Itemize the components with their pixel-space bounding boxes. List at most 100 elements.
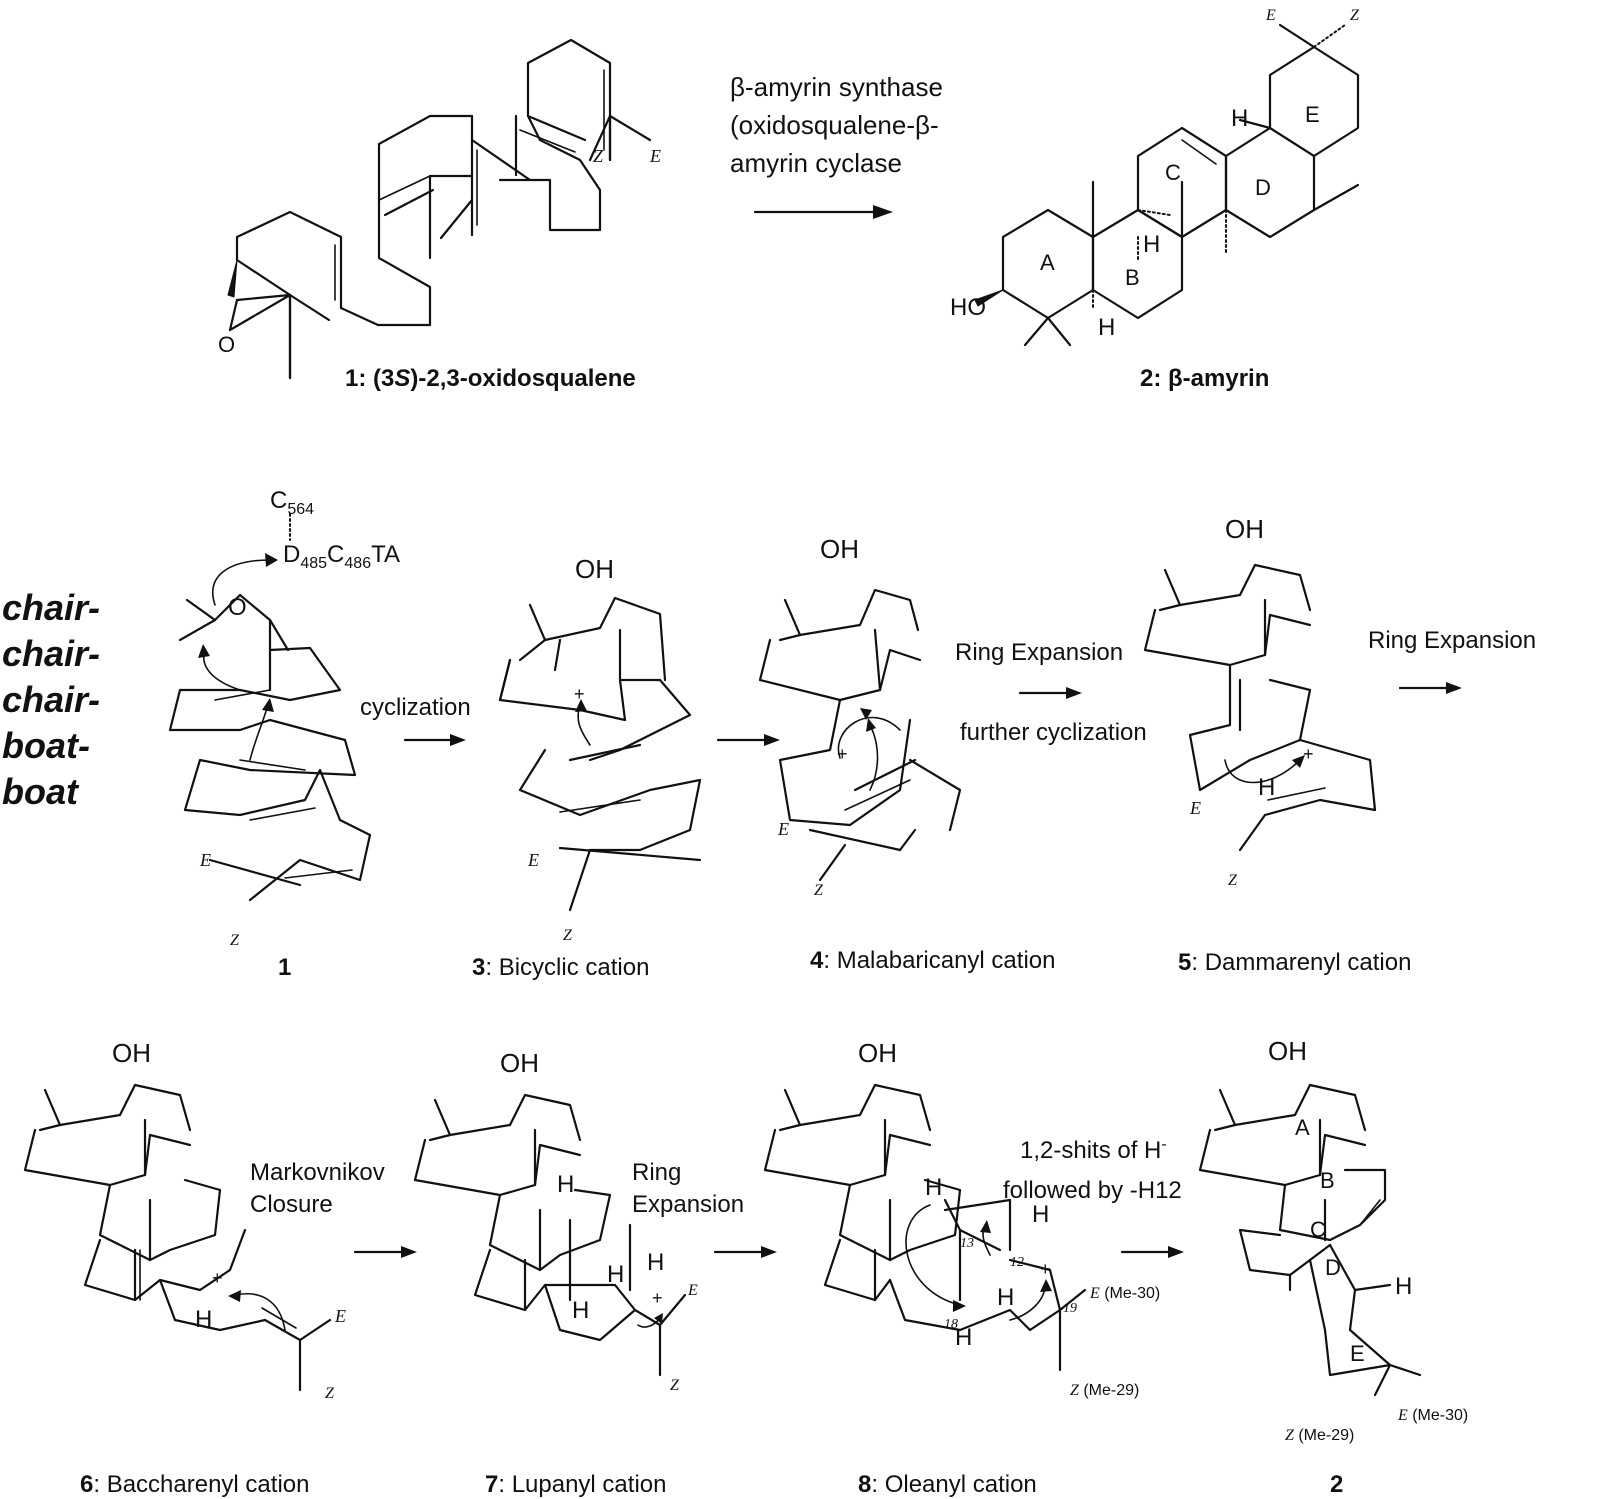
ring-letter: C	[1165, 160, 1181, 185]
oxidosqualene-structure: O Z E	[218, 38, 661, 380]
step-cyclization: cyclization	[360, 694, 471, 721]
intermediate-4-label: 4: Malabaricanyl cation	[810, 947, 1055, 974]
hydroxyl-label: OH	[820, 534, 859, 564]
enzyme-line-3: amyrin cyclase	[730, 148, 902, 178]
e-label: E	[334, 1306, 346, 1326]
step-ring-expansion-1: Ring Expansion	[955, 639, 1123, 666]
structure-5-dammarenyl-cation: OH H + E Z	[1143, 514, 1377, 889]
hydrogen-label: H	[1143, 231, 1160, 258]
ring-letter: D	[1255, 175, 1271, 200]
step-hydride-shift-1: 1,2-shits of H-	[1020, 1136, 1167, 1164]
step-ring-expansion-3a: Ring	[632, 1159, 681, 1186]
ring-letter: C	[1310, 1217, 1326, 1242]
e-label: E	[527, 850, 539, 870]
intermediate-5-label: 5: Dammarenyl cation	[1178, 949, 1411, 976]
reaction-arrow	[753, 205, 893, 219]
z-label: Z	[230, 932, 240, 949]
compound-2-label: 2: β-amyrin	[1140, 365, 1269, 392]
conformation-label-line: chair-	[2, 587, 101, 628]
step-ring-expansion-3b: Expansion	[632, 1191, 744, 1218]
z-me29-label: Z (Me-29)	[1285, 1427, 1354, 1444]
e-label: E	[687, 1282, 698, 1299]
step-ring-expansion-2: Ring Expansion	[1368, 627, 1536, 654]
cation-plus: +	[212, 1268, 223, 1288]
intermediate-1-label: 1	[278, 954, 291, 981]
e-me30-label: E (Me-30)	[1089, 1285, 1160, 1302]
residue-d485-c486-ta: D485C486TA	[283, 541, 400, 572]
hydrogen-label: H	[955, 1324, 972, 1351]
ring-letter: E	[1350, 1341, 1365, 1366]
carbon-19-label: 19	[1063, 1301, 1077, 1316]
carbon-12-label: 12	[1010, 1255, 1024, 1270]
structure-1-folded: O E Z	[168, 553, 372, 949]
intermediate-6-label: 6: Baccharenyl cation	[80, 1471, 309, 1498]
carbon-13-label: 13	[960, 1236, 974, 1251]
hydroxyl-label: OH	[112, 1038, 151, 1068]
z-label: Z	[1228, 872, 1238, 889]
z-me29-label: Z (Me-29)	[1070, 1382, 1139, 1399]
structure-8-oleanyl-cation: OH H H H H + 13 12 18 19 E (Me-30) Z (Me…	[763, 1038, 1160, 1399]
structure-3-bicyclic-cation: OH + E Z	[498, 554, 702, 944]
enzyme-line-1: β-amyrin synthase	[730, 72, 943, 102]
step-hydride-shift-2: followed by -H12	[1003, 1177, 1182, 1204]
epoxide-oxygen-label: O	[218, 332, 235, 357]
hydrogen-label: H	[557, 1171, 574, 1198]
conformation-label-line: chair-	[2, 633, 101, 674]
ring-letter: A	[1040, 250, 1055, 275]
hydrogen-label: H	[925, 1174, 942, 1201]
ring-letter: E	[1305, 102, 1320, 127]
hydroxyl-label: OH	[1268, 1036, 1307, 1066]
hydroxyl-label: OH	[858, 1038, 897, 1068]
e-label: E	[649, 146, 661, 166]
step-markovnikov-1: Markovnikov	[250, 1159, 385, 1186]
z-label: Z	[1350, 7, 1360, 24]
cation-plus: +	[574, 684, 585, 704]
e-label: E	[1189, 798, 1201, 818]
z-label: Z	[670, 1377, 680, 1394]
z-label: Z	[593, 146, 604, 166]
hydroxyl-label: OH	[575, 554, 614, 584]
intermediate-7-label: 7: Lupanyl cation	[485, 1471, 666, 1498]
structure-6-baccharenyl-cation: OH H + E Z	[23, 1038, 346, 1402]
hydrogen-label: H	[647, 1249, 664, 1276]
conformation-label-line: boat	[2, 771, 78, 812]
e-me30-label: E (Me-30)	[1397, 1407, 1468, 1424]
intermediate-2-label: 2	[1330, 1471, 1343, 1498]
hydroxyl-label: OH	[500, 1048, 539, 1078]
step-markovnikov-2: Closure	[250, 1191, 333, 1218]
structure-4-malabaricanyl-cation: OH + E Z	[758, 534, 962, 899]
cation-plus: +	[1303, 744, 1314, 764]
hydrogen-label: H	[1231, 105, 1248, 132]
ring-letter: B	[1125, 265, 1140, 290]
e-label: E	[777, 819, 789, 839]
beta-amyrin-structure: HO H H H E Z A B C D E	[950, 7, 1360, 347]
hydrogen-label: H	[572, 1297, 589, 1324]
intermediate-8-label: 8: Oleanyl cation	[858, 1471, 1037, 1498]
hydrogen-label: H	[607, 1261, 624, 1288]
conformation-label: chair- chair- chair- boat- boat	[2, 585, 100, 815]
e-label: E	[1265, 7, 1276, 24]
residue-c564: C564	[270, 487, 314, 518]
cation-plus: +	[652, 1288, 663, 1308]
ring-letter: D	[1325, 1255, 1341, 1280]
enzyme-line-2: (oxidosqualene-β-	[730, 110, 939, 140]
hydrogen-label: H	[1395, 1273, 1412, 1300]
hydrogen-label: H	[997, 1284, 1014, 1311]
hydroxyl-label: OH	[1225, 514, 1264, 544]
oxygen-label: O	[228, 594, 247, 621]
conformation-label-line: boat-	[2, 725, 90, 766]
hydroxyl-label: HO	[950, 294, 986, 321]
ring-letter: B	[1320, 1168, 1335, 1193]
intermediate-3-label: 3: Bicyclic cation	[472, 954, 649, 981]
compound-1-label: 1: (3S)-2,3-oxidosqualene	[345, 365, 636, 392]
e-label: E	[199, 850, 211, 870]
structure-2-beta-amyrin-folded: OH H A B C D E E (Me-30) Z (Me-29)	[1198, 1036, 1468, 1444]
cation-plus: +	[1040, 1259, 1051, 1279]
z-label: Z	[814, 882, 824, 899]
z-label: Z	[563, 927, 573, 944]
ring-letter: A	[1295, 1115, 1310, 1140]
z-label: Z	[325, 1385, 335, 1402]
carbon-18-label: 18	[944, 1317, 958, 1332]
hydrogen-label: H	[1032, 1201, 1049, 1228]
